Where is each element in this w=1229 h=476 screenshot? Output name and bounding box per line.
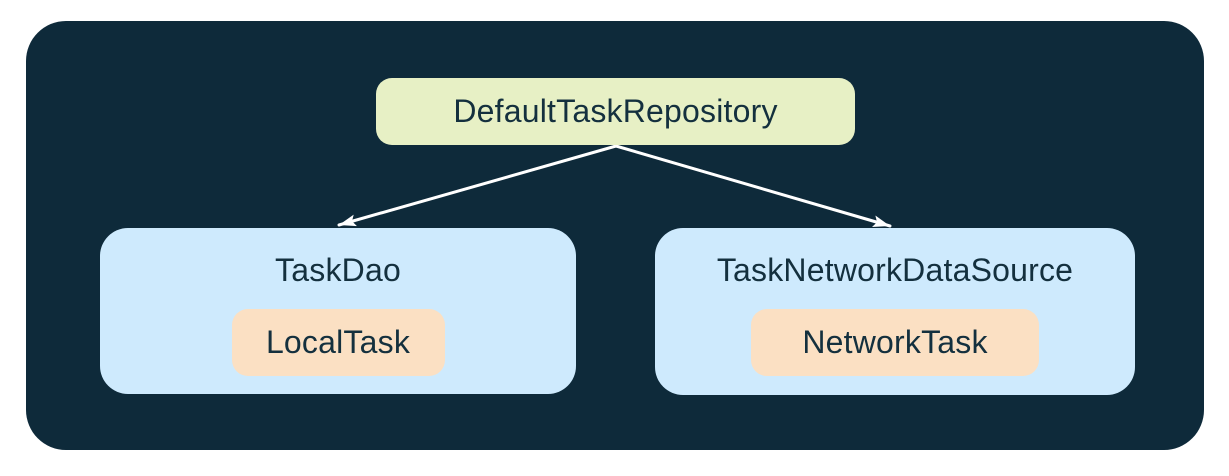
node-taskdao: TaskDao LocalTask <box>100 228 576 394</box>
node-defaulttaskrepository-label: DefaultTaskRepository <box>453 93 778 129</box>
chip-localtask-label: LocalTask <box>265 324 411 360</box>
node-tasknetworkdatasource: TaskNetworkDataSource NetworkTask <box>655 228 1135 395</box>
chip-networktask-label: NetworkTask <box>802 324 988 360</box>
node-taskdao-label: TaskDao <box>275 252 401 288</box>
chip-networktask: NetworkTask <box>751 309 1039 376</box>
node-tasknetworkdatasource-label: TaskNetworkDataSource <box>716 252 1074 288</box>
chip-localtask: LocalTask <box>231 309 445 376</box>
node-defaulttaskrepository: DefaultTaskRepository <box>376 78 855 145</box>
